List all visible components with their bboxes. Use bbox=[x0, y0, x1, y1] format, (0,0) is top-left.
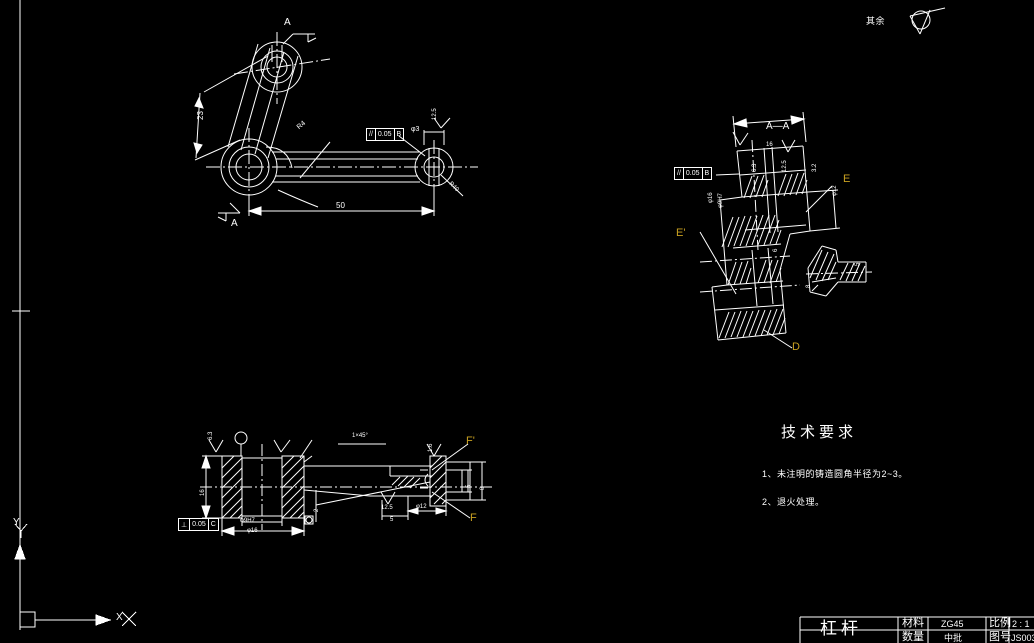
bottom-roughness-1-6: 1.6 bbox=[428, 443, 434, 452]
callout-d: D bbox=[792, 341, 800, 353]
dimension-50: 50 bbox=[336, 201, 345, 210]
tolerance-symbol: // bbox=[367, 129, 376, 140]
tolerance-datum: C bbox=[210, 521, 216, 528]
title-block-part-name: 杠杆 bbox=[820, 619, 862, 638]
aa-dimension-6: 6 bbox=[773, 248, 779, 252]
bottom-dimension-phi9h7: φ9H7 bbox=[240, 518, 255, 524]
callout-e: E bbox=[843, 173, 851, 185]
aa-dimension-5: 5 bbox=[855, 262, 861, 266]
callout-f: F bbox=[470, 512, 477, 524]
tolerance-frame-parallelism-top: // 0.05 B bbox=[366, 128, 405, 141]
general-note-text: 其余 bbox=[866, 16, 886, 26]
callout-e-prime: E' bbox=[676, 227, 686, 239]
title-block-count-label: 数量 bbox=[902, 631, 924, 643]
title-block-drawing-no-label: 图号 bbox=[989, 631, 1011, 643]
tolerance-symbol: // bbox=[675, 168, 684, 179]
tolerance-symbol: ⊥ bbox=[179, 519, 191, 530]
title-block-material-label: 材料 bbox=[902, 617, 924, 629]
bottom-dimension-5: 5 bbox=[390, 517, 394, 523]
aa-roughness-6-3: 6.3 bbox=[752, 163, 758, 172]
ucs-x-label: X bbox=[116, 612, 123, 623]
bottom-dimension-16: 16 bbox=[200, 489, 206, 496]
technical-requirements-title: 技术要求 bbox=[781, 424, 858, 441]
technical-requirement-item-1: 1、未注明的铸造圆角半径为2~3。 bbox=[762, 469, 908, 479]
tolerance-value: 0.05 bbox=[376, 129, 395, 140]
tolerance-datum: B bbox=[396, 131, 402, 138]
bottom-roughness-6-3: 6.3 bbox=[208, 431, 214, 440]
dimension-phi3: φ3 bbox=[411, 126, 420, 133]
section-title-aa: A—A bbox=[766, 121, 790, 132]
dimension-23: 23 bbox=[196, 111, 205, 120]
title-block-drawing-no-value: JS003 bbox=[1011, 633, 1034, 643]
tolerance-datum: B bbox=[704, 170, 710, 177]
bottom-dimension-5b: 5 bbox=[466, 484, 472, 488]
tolerance-frame-perpendicularity: ⊥ 0.05 C bbox=[178, 518, 219, 531]
bottom-roughness-12-5: 12.5 bbox=[381, 505, 393, 511]
bottom-dimension-phi16: φ16 bbox=[247, 528, 258, 534]
bottom-dimension-phi12: φ12 bbox=[416, 504, 427, 510]
aa-roughness-12-5: 12.5 bbox=[782, 160, 788, 172]
title-block-scale-value: 2 : 1 bbox=[1012, 619, 1030, 629]
aa-roughness-3-2: 3.2 bbox=[812, 163, 818, 172]
roughness-12-5-top: 12.5 bbox=[432, 108, 438, 120]
aa-dimension-phi9h7: φ9H7 bbox=[718, 193, 724, 208]
callout-f-prime: F' bbox=[466, 435, 475, 447]
aa-dimension-16: 16 bbox=[766, 142, 773, 148]
title-block-scale-label: 比例 bbox=[989, 617, 1011, 629]
title-block-count-value: 中批 bbox=[944, 633, 963, 643]
technical-requirement-item-2: 2、退火处理。 bbox=[762, 497, 825, 507]
aa-dimension-phi16: φ16 bbox=[708, 192, 714, 203]
bottom-dimension-2: 2 bbox=[314, 508, 320, 512]
bottom-dimension-8: 8 bbox=[480, 486, 486, 490]
aa-dimension-phi12: φ12 bbox=[832, 185, 838, 196]
bottom-chamfer-note: 1×45° bbox=[352, 433, 368, 439]
ucs-y-label: Y bbox=[13, 517, 20, 528]
aa-dimension-8: 8 bbox=[806, 284, 812, 288]
section-marker-a-bottom: A bbox=[231, 218, 238, 229]
title-block-material-value: ZG45 bbox=[941, 619, 964, 629]
tolerance-value: 0.05 bbox=[190, 519, 209, 530]
section-marker-a-top: A bbox=[284, 17, 291, 28]
tolerance-frame-parallelism-aa: // 0.05 B bbox=[674, 167, 713, 180]
tolerance-value: 0.05 bbox=[684, 168, 703, 179]
